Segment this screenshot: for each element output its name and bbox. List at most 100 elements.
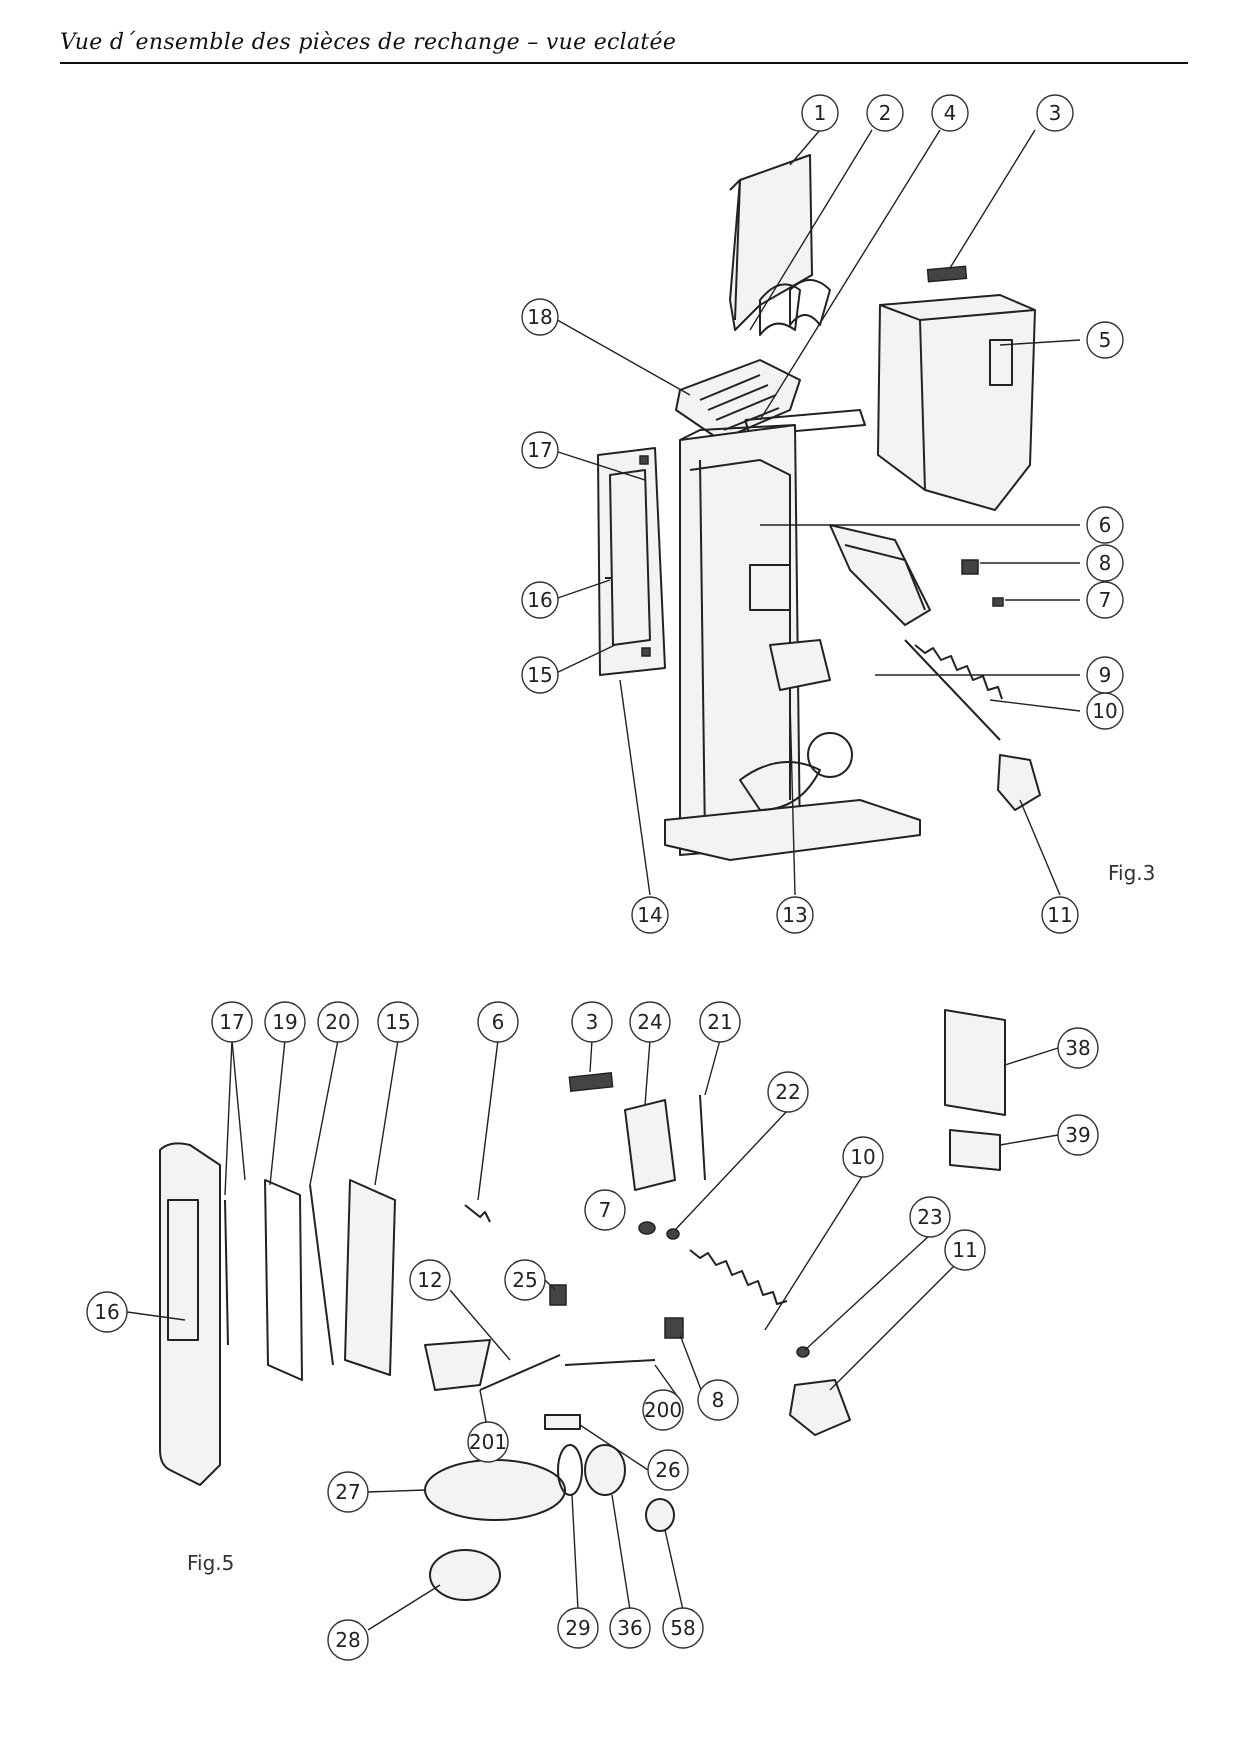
part-spring-6	[464, 1204, 491, 1223]
callout-part-17: 17	[521, 431, 559, 469]
callout-part-8: 8	[697, 1379, 739, 1421]
svg-text:6: 6	[492, 1010, 505, 1034]
callout-part-38: 38	[1057, 1027, 1099, 1069]
part-glass-15	[344, 1179, 396, 1376]
svg-text:4: 4	[944, 101, 957, 125]
svg-text:29: 29	[565, 1616, 590, 1640]
callout-part-24: 24	[629, 1001, 671, 1043]
part-pipe-12	[479, 1354, 561, 1391]
figure-5-label: Fig.5	[187, 1551, 234, 1575]
svg-text:13: 13	[782, 903, 807, 927]
svg-text:7: 7	[1099, 588, 1112, 612]
svg-text:16: 16	[94, 1300, 119, 1324]
callout-part-17: 17	[211, 1001, 253, 1043]
svg-text:19: 19	[272, 1010, 297, 1034]
part-door-panel	[159, 1142, 221, 1486]
part-gasket-17	[224, 1199, 229, 1346]
callout-part-29: 29	[557, 1607, 599, 1649]
svg-text:12: 12	[417, 1268, 442, 1292]
part-door	[597, 447, 666, 676]
callout-part-28: 28	[327, 1619, 369, 1661]
svg-text:5: 5	[1099, 328, 1112, 352]
svg-text:2: 2	[879, 101, 892, 125]
callout-part-25: 25	[504, 1259, 546, 1301]
callout-part-20: 20	[317, 1001, 359, 1043]
callout-part-4: 4	[931, 94, 969, 132]
part-main-frame	[664, 424, 921, 861]
part-bracket	[744, 409, 866, 436]
part-sleeve-36	[584, 1444, 626, 1496]
svg-text:1: 1	[814, 101, 827, 125]
svg-text:15: 15	[527, 663, 552, 687]
svg-text:10: 10	[1092, 699, 1117, 723]
callout-part-27: 27	[327, 1471, 369, 1513]
callout-part-201: 201	[467, 1421, 509, 1463]
callout-part-11: 11	[944, 1229, 986, 1271]
svg-text:10: 10	[850, 1145, 875, 1169]
svg-text:17: 17	[527, 438, 552, 462]
svg-text:28: 28	[335, 1628, 360, 1652]
part-gasket-20	[309, 1184, 334, 1366]
svg-text:26: 26	[655, 1458, 680, 1482]
svg-text:15: 15	[385, 1010, 410, 1034]
part-fan-housing-27	[424, 1459, 566, 1521]
svg-text:7: 7	[599, 1198, 612, 1222]
part-plate-39	[949, 1129, 1001, 1171]
svg-text:3: 3	[1049, 101, 1062, 125]
callout-part-6: 6	[477, 1001, 519, 1043]
svg-text:20: 20	[325, 1010, 350, 1034]
fig5-leaders	[126, 1039, 1059, 1631]
callout-part-3: 3	[1036, 94, 1074, 132]
svg-text:8: 8	[1099, 551, 1112, 575]
callout-part-16: 16	[521, 581, 559, 619]
callout-part-3: 3	[571, 1001, 613, 1043]
svg-text:21: 21	[707, 1010, 732, 1034]
svg-text:39: 39	[1065, 1123, 1090, 1147]
header-divider	[60, 62, 1188, 64]
callout-part-13: 13	[776, 896, 814, 934]
part-auger-assembly	[829, 524, 1041, 811]
callout-part-11: 11	[1041, 896, 1079, 934]
callout-part-10: 10	[842, 1136, 884, 1178]
svg-text:14: 14	[637, 903, 662, 927]
part-auger-10	[689, 1249, 788, 1305]
svg-text:16: 16	[527, 588, 552, 612]
svg-text:11: 11	[952, 1238, 977, 1262]
svg-text:36: 36	[617, 1616, 642, 1640]
callout-part-7: 7	[1086, 581, 1124, 619]
part-plate-38	[944, 1009, 1006, 1116]
callout-part-58: 58	[662, 1607, 704, 1649]
callout-part-8: 8	[1086, 544, 1124, 582]
svg-text:9: 9	[1099, 663, 1112, 687]
svg-text:24: 24	[637, 1010, 662, 1034]
svg-text:23: 23	[917, 1205, 942, 1229]
svg-text:17: 17	[219, 1010, 244, 1034]
part-grille	[675, 359, 801, 441]
callout-part-6: 6	[1086, 506, 1124, 544]
part-back-panel	[729, 154, 831, 336]
fig3-leaders	[551, 129, 1081, 896]
callout-part-21: 21	[699, 1001, 741, 1043]
part-nut-7	[638, 1221, 656, 1235]
callout-part-15: 15	[521, 656, 559, 694]
callout-part-39: 39	[1057, 1114, 1099, 1156]
callout-part-2: 2	[866, 94, 904, 132]
part-box-24	[624, 1099, 676, 1191]
svg-text:200: 200	[644, 1398, 682, 1422]
callout-part-22: 22	[767, 1071, 809, 1113]
part-hopper	[877, 294, 1036, 511]
part-gasket-19	[264, 1179, 303, 1381]
figure-3: 1 2 4 3 18 5 17 6 8 7 16 9 15 10 14 13 1…	[521, 94, 1155, 934]
part-top-block	[926, 265, 968, 283]
part-block-3	[568, 1072, 614, 1092]
part-motor-11	[789, 1379, 851, 1436]
svg-text:58: 58	[670, 1616, 695, 1640]
figure-5: 17 19 20 15 6 3 24 21 38 22 39 10 7 23 1…	[86, 1001, 1099, 1661]
part-cap-58	[645, 1498, 675, 1532]
svg-text:11: 11	[1047, 903, 1072, 927]
callout-part-26: 26	[647, 1449, 689, 1491]
svg-text:27: 27	[335, 1480, 360, 1504]
part-fan-28	[429, 1549, 501, 1601]
callout-part-5: 5	[1086, 321, 1124, 359]
